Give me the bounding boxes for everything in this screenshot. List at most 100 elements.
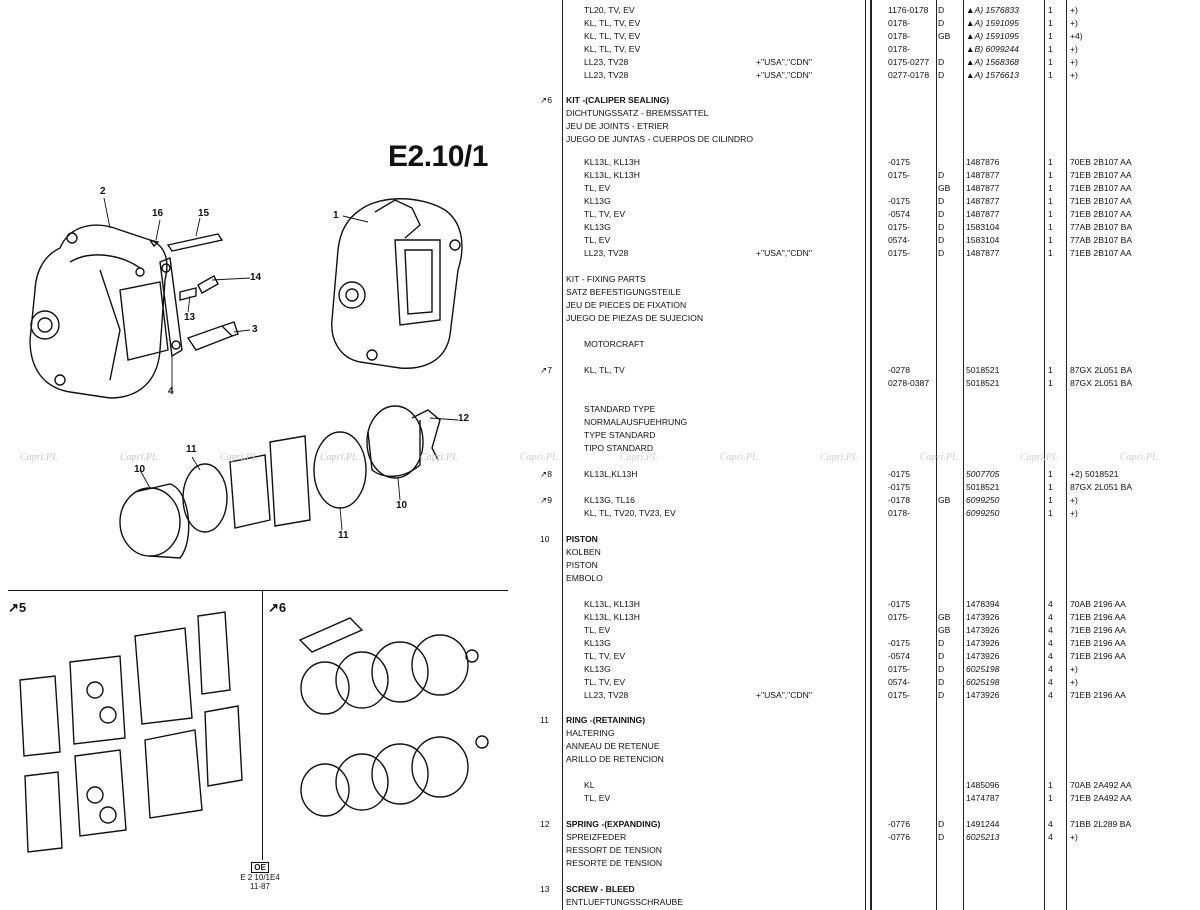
model-variant: KL13L, KL13H [584,612,640,622]
model-variant: TL, TV, EV [584,651,626,661]
engineering-number: 71BB 2L289 BA [1070,819,1132,829]
watermark: Capri.PL [220,452,258,463]
callout-10-left: 10 [134,464,146,475]
watermark: Capri.PL [720,452,758,463]
model-variant: TYPE STANDARD [584,430,656,440]
part-number: 1487877 [966,183,1000,193]
country-code: D [938,690,945,700]
engineering-number: 70AB 2A492 AA [1070,780,1132,790]
page-footer: OE E 2 10/1E4 11-87 [228,862,292,891]
date-range: -0175 [888,157,910,167]
country-code: D [938,248,945,258]
part-number: 1473926 [966,625,1000,635]
model-variant: STANDARD TYPE [584,404,656,414]
engineering-number: 71EB 2B107 AA [1070,196,1132,206]
quantity: 1 [1048,170,1053,180]
watermark: Capri.PL [320,452,358,463]
date-range: 0175- [888,690,910,700]
quantity: 1 [1048,57,1053,67]
date-range: -0175 [888,469,910,479]
date-range: 0175- [888,170,910,180]
description: PISTON [566,534,598,544]
table-row: KOLBEN [0,546,1200,559]
column-rule [562,0,563,910]
date-range: -0574 [888,209,910,219]
part-number: 1487877 [966,196,1000,206]
ref-number: 10 [540,534,550,544]
callout-12: 12 [458,413,470,424]
date-range: -0178 [888,495,910,505]
part-number: 5018521 [966,365,1000,375]
part-number: 6025213 [966,832,1000,842]
country-code: D [938,235,945,245]
table-row: PISTON [0,559,1200,572]
table-row: RESSORT DE TENSION [0,844,1200,857]
model-variant: KL13G, TL16 [584,495,635,505]
description: JEU DE PIECES DE FIXATION [566,300,687,310]
description: RESSORT DE TENSION [566,845,662,855]
part-number: ▲A) 1576613 [966,70,1019,80]
date-range: 0175- [888,248,910,258]
description: ARILLO DE RETENCION [566,754,664,764]
country-code: D [938,170,945,180]
model-variant: KL13G [584,638,611,648]
date-range: -0776 [888,819,910,829]
callout-11-right: 11 [338,530,349,541]
country-code: GB [938,31,951,41]
description: HALTERING [566,728,615,738]
model-variant: KL, TL, TV, EV [584,31,641,41]
footer-line-2: 11-87 [250,882,270,891]
kit-label-6: ↗6 [268,600,287,615]
part-number: 1473926 [966,651,1000,661]
quantity: 1 [1048,248,1053,258]
description: JEU DE JOINTS - ETRIER [566,121,669,131]
column-rule [936,0,937,910]
watermark: Capri.PL [520,452,558,463]
ref-number: ↗7 [540,365,552,375]
engineering-number: 71EB 2B107 AA [1070,170,1132,180]
country-code: D [938,819,945,829]
engineering-number: 71EB 2196 AA [1070,651,1126,661]
part-number: 1473926 [966,690,1000,700]
quantity: 1 [1048,5,1053,15]
quantity: 1 [1048,209,1053,219]
model-variant: KL [584,780,595,790]
part-number: 6025198 [966,677,1000,687]
callout-11-left: 11 [186,444,197,455]
model-variant: KL13G [584,664,611,674]
date-range: -0175 [888,196,910,206]
engineering-number: +) [1070,495,1078,505]
model-variant: LL23, TV28 [584,690,629,700]
quantity: 1 [1048,183,1053,193]
part-number: ▲A) 1591095 [966,18,1019,28]
description: KIT -(CALIPER SEALING) [566,95,670,105]
engineering-number: 71EB 2B107 AA [1070,209,1132,219]
model-variant: LL23, TV28 [584,70,629,80]
date-range: 0178- [888,508,910,518]
description: JUEGO DE JUNTAS - CUERPOS DE CILINDRO [566,134,754,144]
part-number: 1583104 [966,235,1000,245]
engineering-number: +) [1070,508,1078,518]
column-rule [963,0,964,910]
model-variant: TL, EV [584,183,611,193]
engineering-number: +) [1070,664,1078,674]
part-number: 1478394 [966,599,1000,609]
table-row: JUEGO DE JUNTAS - CUERPOS DE CILINDRO [0,133,1200,146]
description: SATZ BEFESTIGUNGSTEILE [566,287,681,297]
